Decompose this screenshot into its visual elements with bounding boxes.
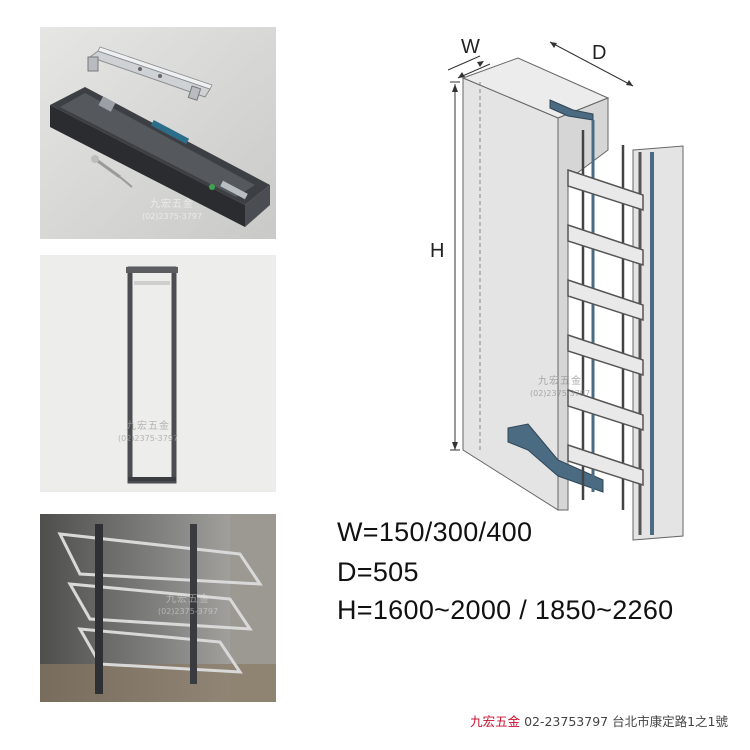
spec-height: H=1600~2000 / 1850~2260 xyxy=(337,595,674,625)
spec-width: W=150/300/400 xyxy=(337,517,533,547)
watermark: 九宏五金 (02)2375-3797 xyxy=(530,376,591,398)
phone-number: 02-23753797 xyxy=(524,714,609,729)
baskets xyxy=(57,532,263,674)
spec-depth: D=505 xyxy=(337,557,419,587)
screws xyxy=(91,155,133,188)
watermark: 九宏五金 (02)2375-3797 xyxy=(158,594,219,616)
depth-dimension-label: D xyxy=(592,42,607,64)
width-dimension-label: W xyxy=(461,36,480,58)
basket-shelves xyxy=(567,168,644,487)
watermark: 九宏五金 (02)2375-3797 xyxy=(118,421,179,443)
dimension-arrows xyxy=(452,42,633,450)
height-dimension-label: H xyxy=(430,240,445,262)
contact-footer: 九宏五金 02-23753797 台北市康定路1之1號 xyxy=(470,711,728,730)
frame-photo: 九宏五金 (02)2375-3797 xyxy=(40,255,276,492)
watermark: 九宏五金 (02)2375-3797 xyxy=(142,199,203,221)
slide-rail xyxy=(50,87,270,227)
pullout-basket-diagram: 九宏五金 (02)2375-3797 xyxy=(418,30,718,550)
slide-rail-photo: 九宏五金 (02)2375-3797 xyxy=(40,27,276,239)
brand-name: 九宏五金 xyxy=(470,714,521,729)
mounting-bracket xyxy=(87,46,213,101)
front-panel xyxy=(632,145,684,541)
cabinet-interior-photo: 九宏五金 (02)2375-3797 xyxy=(40,514,276,702)
address: 台北市康定路1之1號 xyxy=(612,714,728,729)
pullout-frame xyxy=(126,266,178,484)
